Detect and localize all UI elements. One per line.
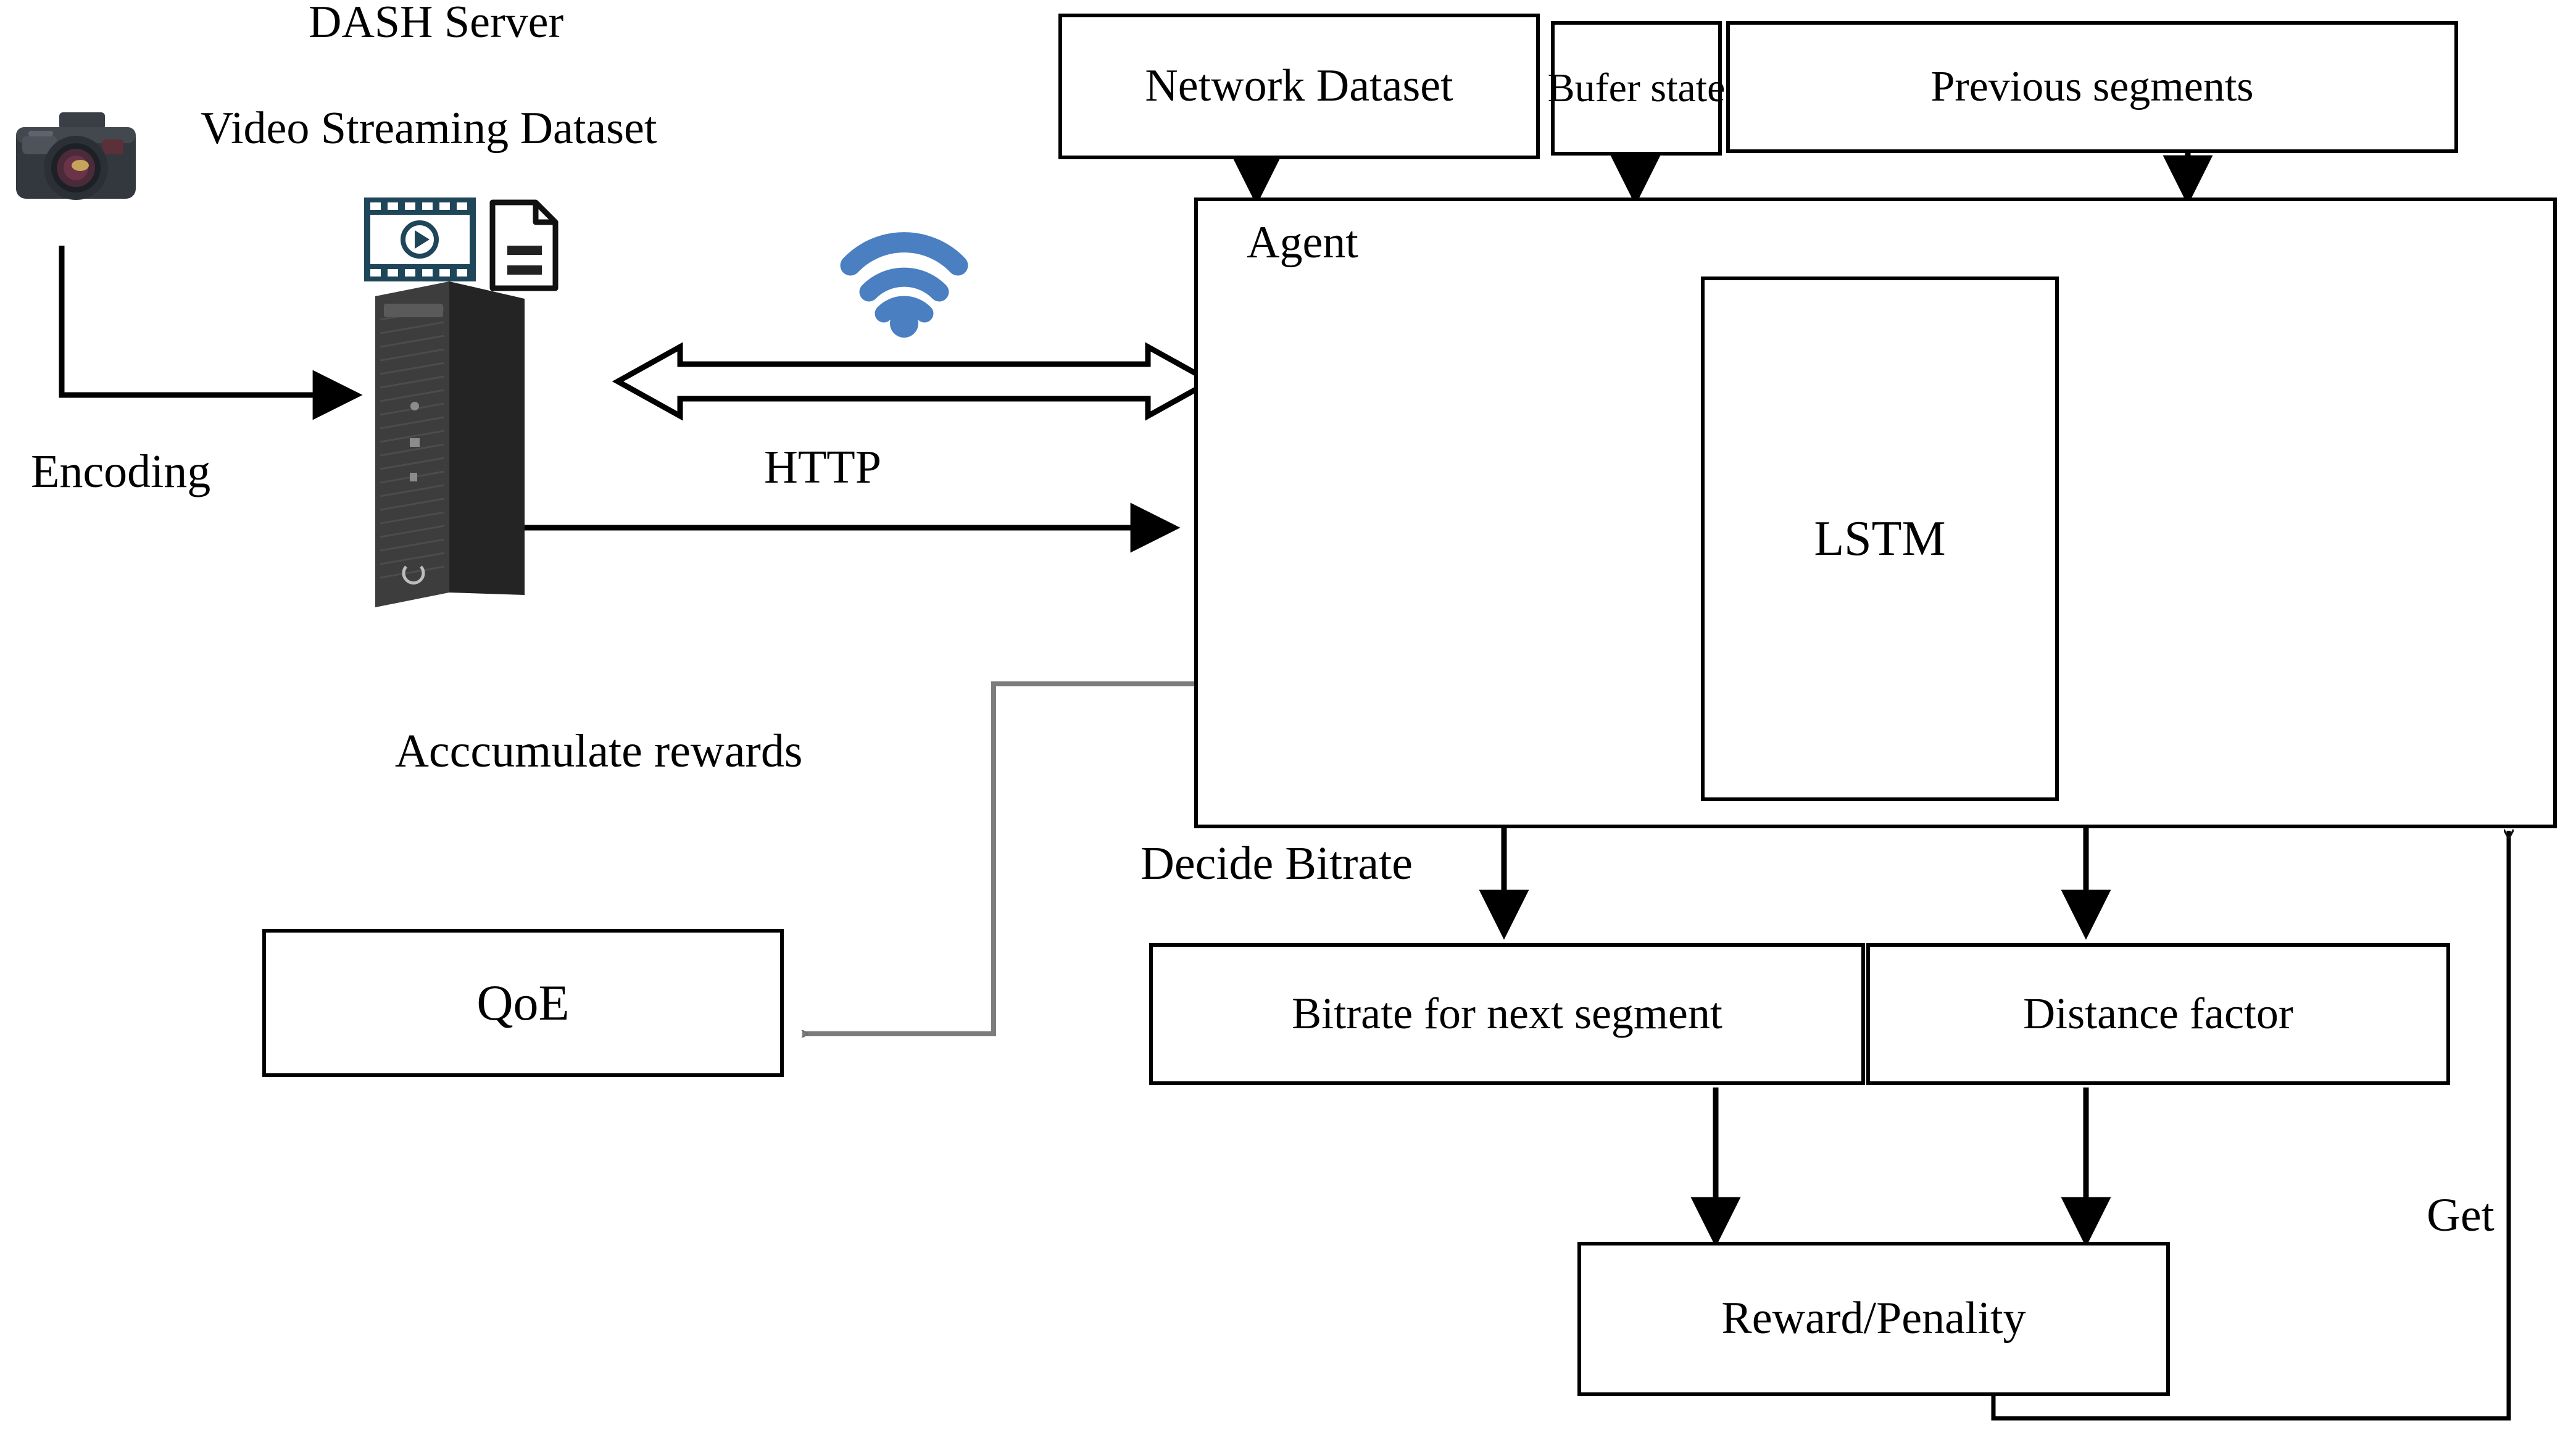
get-label: Get <box>2427 1189 2495 1241</box>
http-label: HTTP <box>764 441 881 493</box>
box-qoe-label: QoE <box>476 974 570 1031</box>
box-qoe[interactable]: QoE <box>262 929 784 1077</box>
box-previous-segments[interactable]: Previous segments <box>1726 21 2458 153</box>
server-tower-icon <box>370 277 574 610</box>
camera-icon <box>11 99 141 210</box>
video-streaming-dataset-title: Video Streaming Dataset <box>201 103 657 154</box>
box-agent-label: Agent <box>1247 217 1358 268</box>
box-previous-segments-label: Previous segments <box>1930 63 2254 111</box>
box-network-dataset-label: Network Dataset <box>1145 60 1453 112</box>
box-bitrate-next-segment[interactable]: Bitrate for next segment <box>1149 943 1865 1085</box>
film-strip-icon <box>363 196 477 283</box>
document-icon <box>488 198 562 293</box>
box-bufer-state[interactable]: Bufer state <box>1548 21 1725 156</box>
decide-bitrate-label: Decide Bitrate <box>1141 838 1413 889</box>
arrow-accumulate-rewards-to-qoe <box>802 681 1194 1034</box>
box-lstm-label: LSTM <box>1814 512 1946 566</box>
box-bufer-state-label: Bufer state <box>1547 65 1726 111</box>
box-distance-factor[interactable]: Distance factor <box>1866 943 2450 1085</box>
box-network-dataset[interactable]: Network Dataset <box>1058 14 1540 159</box>
arrow-bidirectional-wireless <box>612 342 1216 421</box>
encoding-label: Encoding <box>31 446 211 497</box>
box-distance-factor-label: Distance factor <box>2023 989 2293 1039</box>
arrow-camera-to-server <box>59 246 363 420</box>
box-lstm[interactable]: LSTM <box>1701 277 2059 801</box>
box-reward-penality-label: Reward/Penality <box>1721 1293 2026 1344</box>
accumulate-rewards-label: Acccumulate rewards <box>395 725 803 777</box>
box-bitrate-next-segment-label: Bitrate for next segment <box>1292 989 1722 1039</box>
box-reward-penality[interactable]: Reward/Penality <box>1577 1242 2170 1396</box>
wifi-icon <box>839 221 969 338</box>
dash-server-title: DASH Server <box>309 0 564 48</box>
